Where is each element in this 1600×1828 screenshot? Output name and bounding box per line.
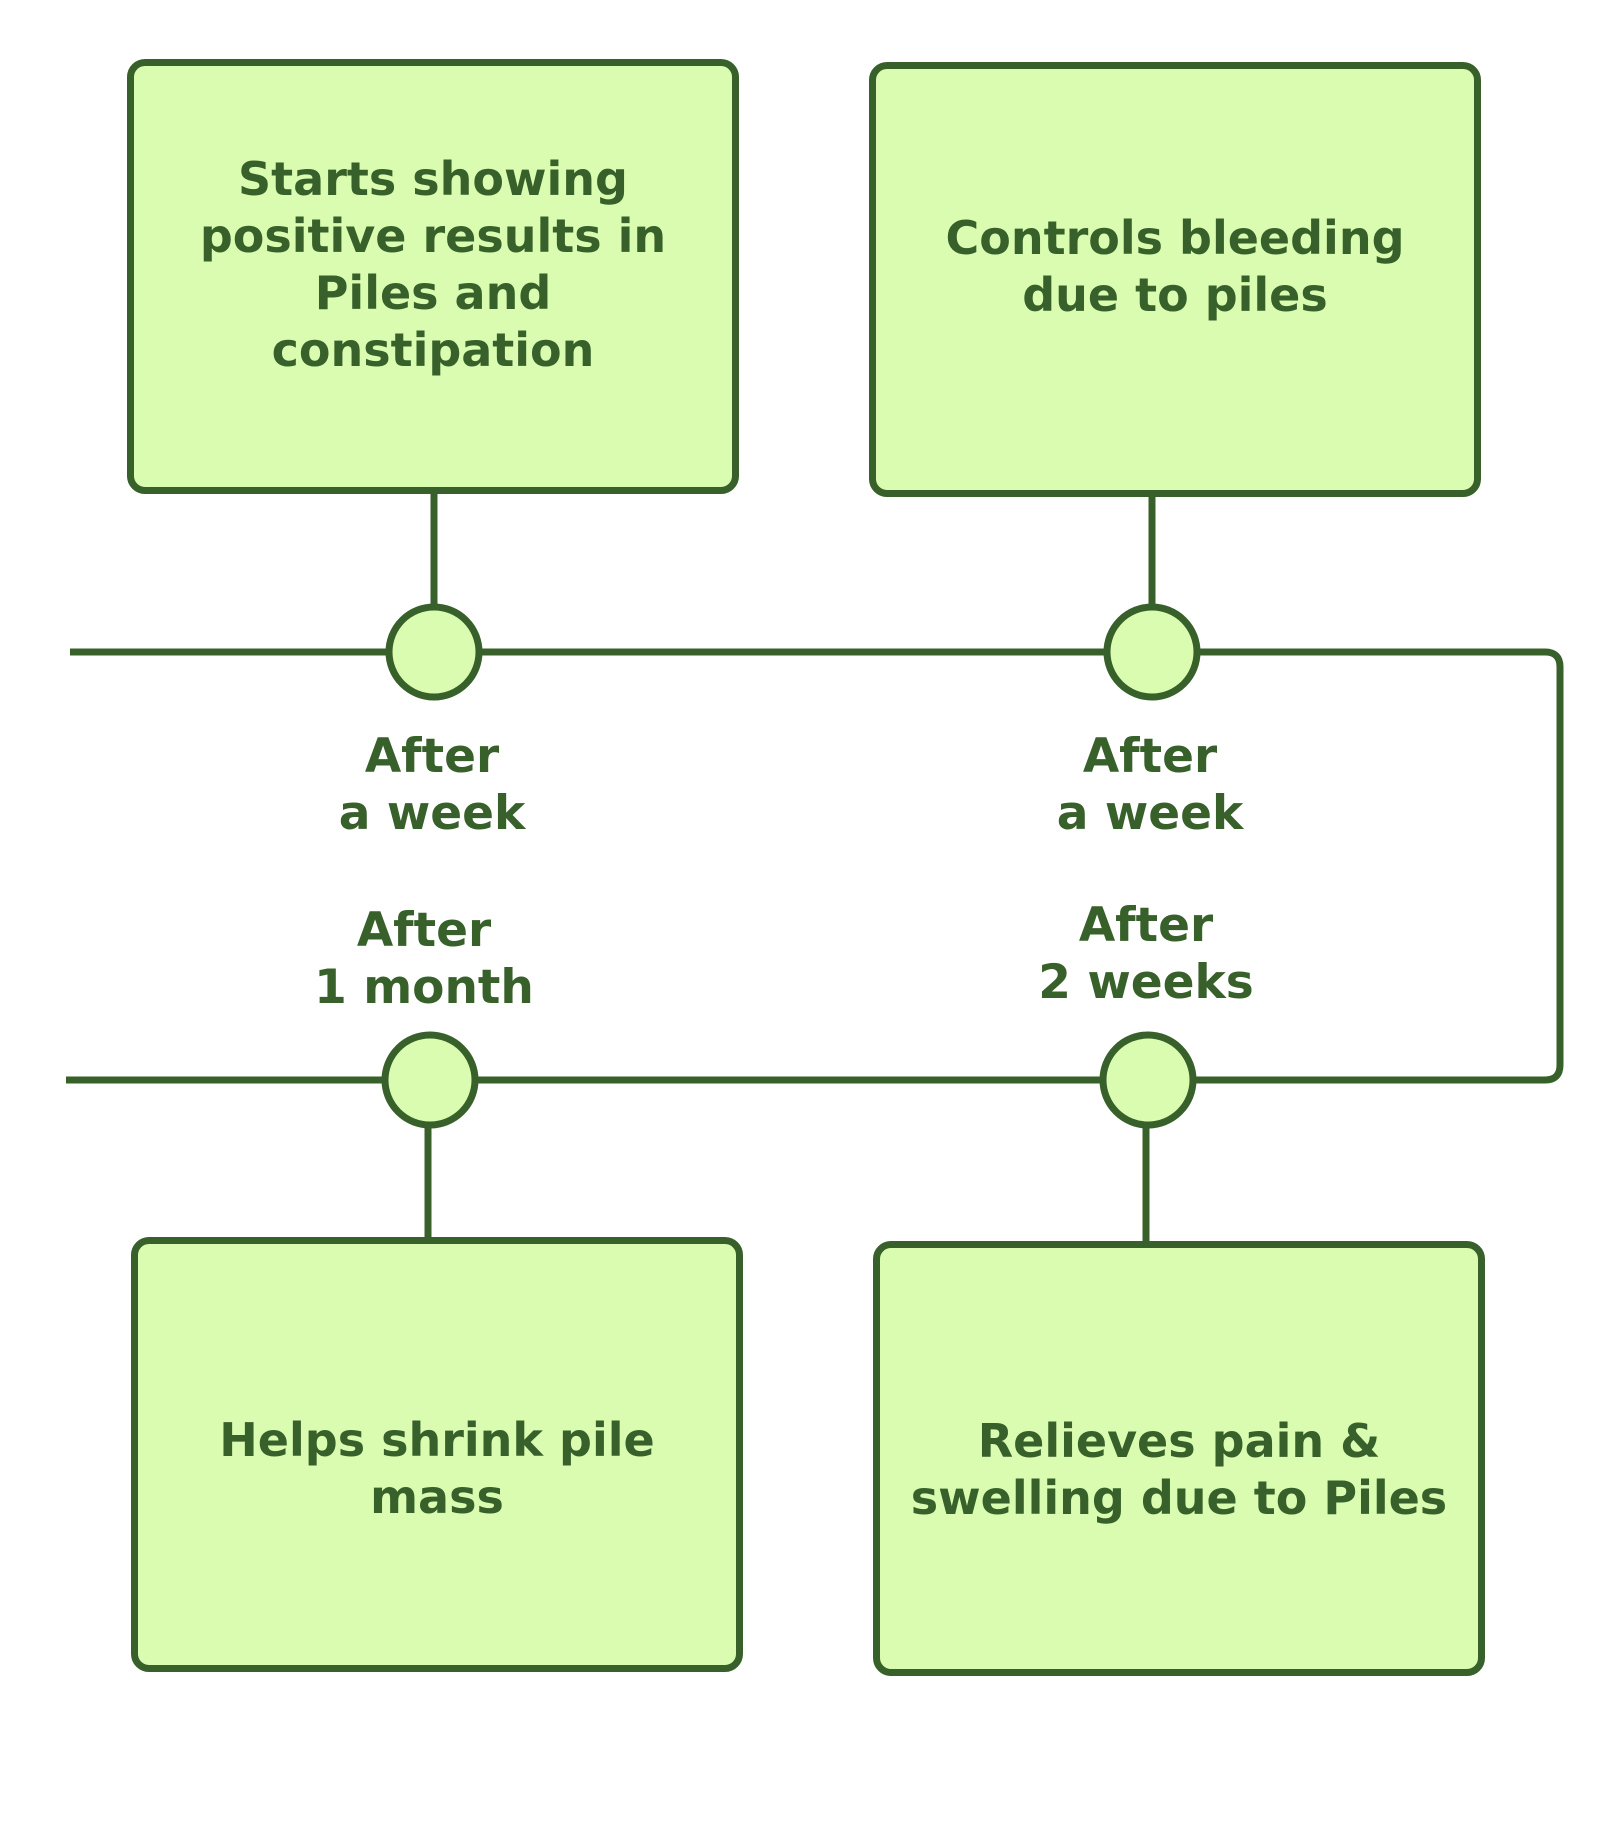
card-line: Controls bleeding bbox=[945, 211, 1405, 265]
card-line: Relieves pain & bbox=[977, 1414, 1381, 1468]
card-line: Helps shrink pile bbox=[219, 1413, 655, 1467]
card-line: Piles and bbox=[314, 266, 552, 320]
label-line: 1 month bbox=[314, 960, 534, 1015]
time-label-bottom-left: After 1 month bbox=[244, 902, 604, 1016]
node-bottom-right bbox=[1099, 1031, 1197, 1129]
node-bottom-left bbox=[381, 1031, 479, 1129]
label-line: After bbox=[1082, 729, 1218, 784]
milestone-card-bottom-right: Relieves pain & swelling due to Piles bbox=[873, 1241, 1485, 1676]
timeline-line-top bbox=[66, 648, 1564, 1084]
time-label-top-left: After a week bbox=[252, 728, 612, 842]
milestone-card-top-left: Starts showing positive results in Piles… bbox=[127, 59, 739, 494]
milestone-card-bottom-left: Helps shrink pile mass bbox=[131, 1237, 743, 1672]
label-line: After bbox=[356, 903, 492, 958]
card-line: constipation bbox=[271, 323, 595, 377]
label-line: a week bbox=[1056, 786, 1244, 841]
card-line: due to piles bbox=[1022, 268, 1328, 322]
time-label-top-right: After a week bbox=[970, 728, 1330, 842]
node-top-left bbox=[385, 603, 483, 701]
label-line: a week bbox=[338, 786, 526, 841]
card-line: mass bbox=[370, 1470, 504, 1524]
card-line: Starts showing bbox=[238, 152, 628, 206]
label-line: After bbox=[364, 729, 500, 784]
label-line: After bbox=[1078, 898, 1214, 953]
label-line: 2 weeks bbox=[1038, 955, 1254, 1010]
card-line: positive results in bbox=[199, 209, 667, 263]
milestone-card-top-right: Controls bleeding due to piles bbox=[869, 62, 1481, 497]
card-line: swelling due to Piles bbox=[910, 1471, 1448, 1525]
node-top-right bbox=[1103, 603, 1201, 701]
time-label-bottom-right: After 2 weeks bbox=[966, 897, 1326, 1011]
